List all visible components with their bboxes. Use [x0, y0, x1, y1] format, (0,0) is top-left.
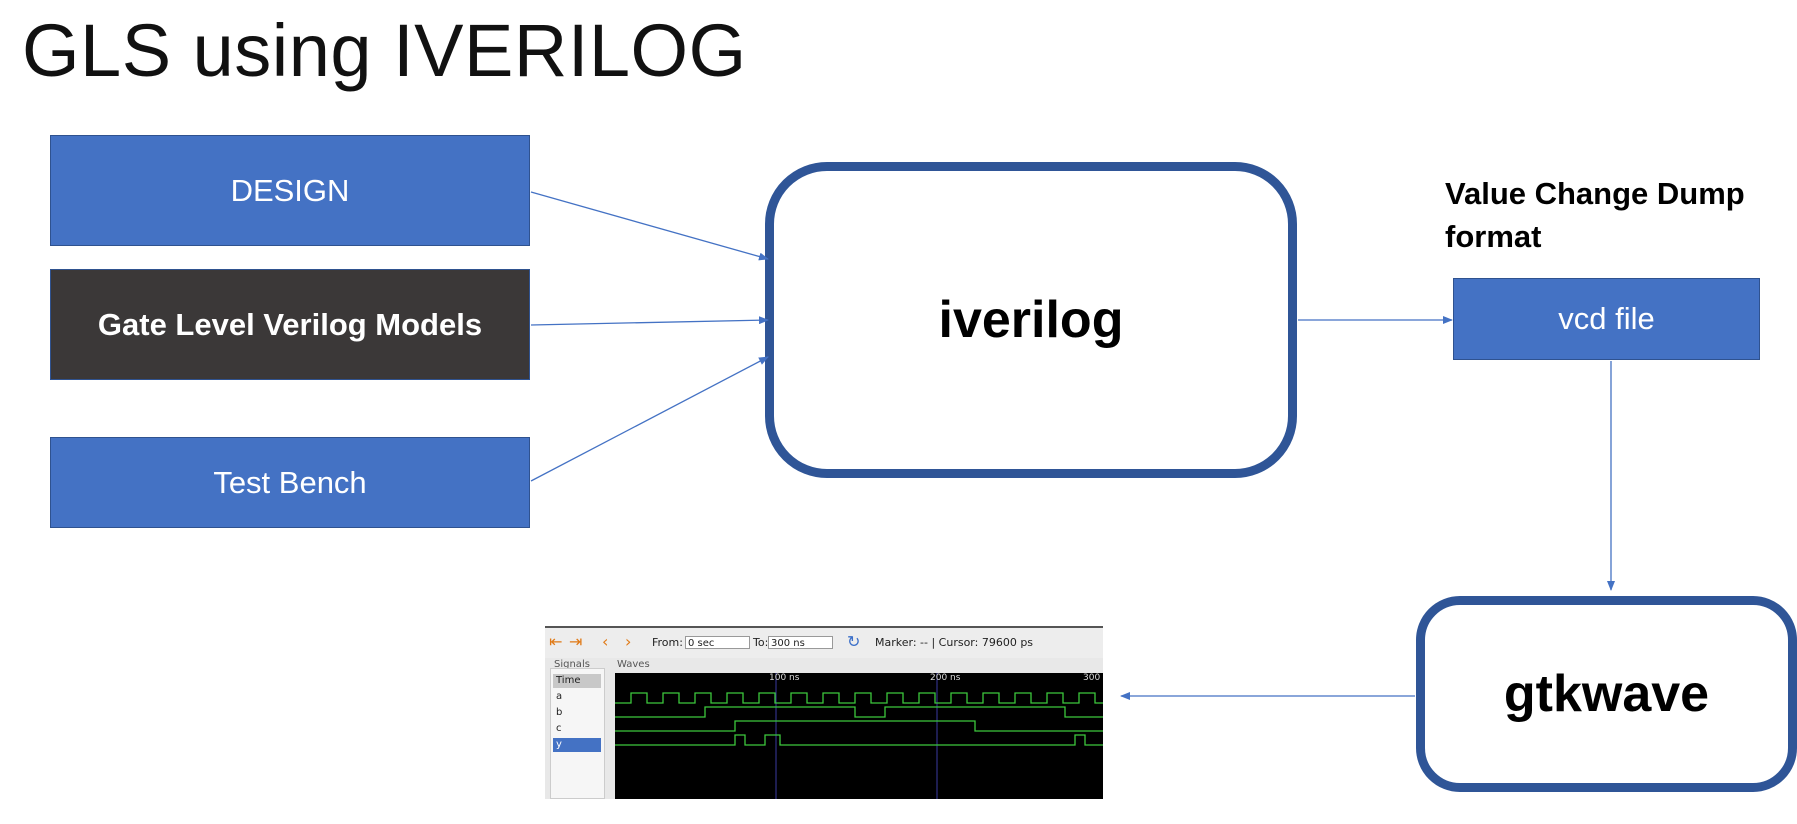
vcd-file-box: vcd file: [1453, 278, 1760, 360]
time-tick-100: 100 ns: [769, 673, 800, 683]
signal-a[interactable]: a: [556, 691, 563, 702]
from-input[interactable]: 0 sec: [685, 636, 750, 649]
gtkwave-toolbar: ⇤ ⇥ ‹ › From: 0 sec To: 300 ns ↻ Marker:…: [545, 628, 1103, 658]
to-label: To:: [753, 636, 769, 649]
from-label: From:: [652, 636, 683, 649]
time-tick-300: 300: [1083, 673, 1101, 683]
vcd-format-caption: Value Change Dump format: [1445, 176, 1745, 254]
signal-time[interactable]: Time: [553, 674, 601, 688]
signal-b[interactable]: b: [556, 707, 563, 718]
signals-panel: Time a b c y: [550, 668, 605, 799]
design-label: DESIGN: [230, 172, 350, 208]
test-bench-box: Test Bench: [50, 437, 530, 528]
wave-y: [615, 734, 1103, 746]
wave-a: [615, 692, 1103, 704]
waveform-plot: [615, 673, 1103, 799]
signals-header: Signals: [554, 659, 590, 670]
waves-header: Waves: [617, 659, 650, 670]
prev-edge-icon[interactable]: ‹: [602, 632, 609, 651]
design-to-iverilog-arrow: [530, 191, 769, 261]
gtkwave-label: gtkwave: [1503, 665, 1710, 723]
gate-models-box: Gate Level Verilog Models: [50, 269, 530, 380]
reload-icon[interactable]: ↻: [847, 632, 861, 651]
gate-to-iverilog-arrow: [530, 316, 769, 326]
design-box: DESIGN: [50, 135, 530, 246]
test-bench-label: Test Bench: [213, 464, 367, 500]
testbench-to-iverilog-arrow: [530, 356, 769, 482]
signal-y[interactable]: y: [553, 738, 601, 752]
to-input[interactable]: 300 ns: [768, 636, 833, 649]
gtkwave-screenshot: ⇤ ⇥ ‹ › From: 0 sec To: 300 ns ↻ Marker:…: [545, 626, 1103, 799]
marker-cursor-readout: Marker: -- | Cursor: 79600 ps: [875, 636, 1034, 649]
gtkwave-box: gtkwave: [1416, 596, 1797, 792]
zoom-start-icon[interactable]: ⇤: [549, 632, 563, 651]
slide-title: GLS using IVERILOG: [22, 9, 747, 92]
zoom-end-icon[interactable]: ⇥: [569, 632, 583, 651]
waves-panel[interactable]: [615, 673, 1103, 799]
iverilog-box: iverilog: [765, 162, 1297, 478]
time-tick-200: 200 ns: [930, 673, 961, 683]
iverilog-label: iverilog: [938, 291, 1124, 349]
gate-models-label: Gate Level Verilog Models: [97, 306, 483, 342]
signal-c[interactable]: c: [556, 723, 562, 734]
next-edge-icon[interactable]: ›: [625, 632, 632, 651]
wave-c: [615, 720, 1103, 732]
vcd-file-label: vcd file: [1558, 301, 1655, 336]
wave-b: [615, 706, 1103, 718]
